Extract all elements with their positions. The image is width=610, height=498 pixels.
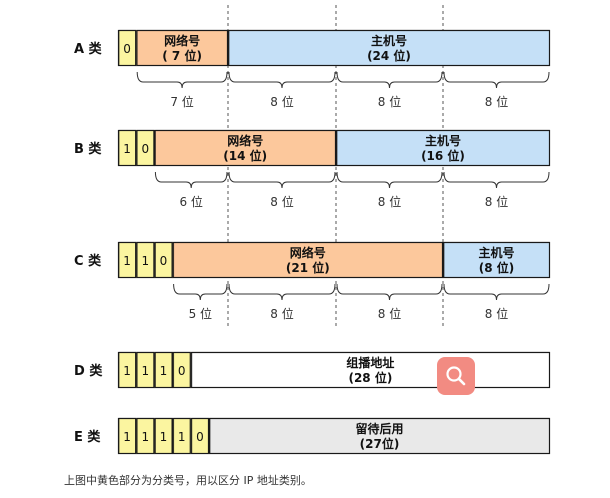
brace-label: 8 位	[485, 94, 508, 109]
class-bit: 1	[178, 430, 186, 444]
segment-title: 组播地址	[346, 355, 394, 370]
bit-brace	[336, 171, 443, 189]
segment-network	[154, 129, 337, 167]
class-bit: 1	[141, 254, 149, 268]
bit-brace	[443, 283, 550, 301]
segment-title: 主机号	[425, 133, 461, 148]
segment-title: 网络号	[227, 133, 263, 148]
magnifier-icon	[446, 366, 466, 386]
class-bit: 1	[141, 430, 149, 444]
brace-label: 8 位	[270, 306, 293, 321]
bit-brace	[228, 71, 336, 89]
search-button[interactable]	[437, 357, 475, 395]
bit-brace	[336, 71, 443, 89]
class-label: B 类	[74, 141, 102, 157]
class-label: E 类	[74, 429, 101, 445]
bit-brace	[136, 71, 228, 89]
class-bit: 0	[178, 364, 186, 378]
segment-bits: (8 位)	[479, 260, 515, 275]
brace-label: 6 位	[179, 194, 202, 209]
class-bit: 1	[123, 364, 131, 378]
brace-label: 7 位	[170, 94, 193, 109]
brace-label: 8 位	[378, 194, 401, 209]
segment-bits: (27位)	[360, 436, 400, 451]
class-bit: 1	[160, 430, 168, 444]
segment-network	[136, 29, 229, 67]
bit-brace	[443, 71, 550, 89]
segment-field	[190, 351, 551, 389]
class-row-1: A 类 网络号( 7 位) 主机号(24 位) 0 7 位 8 位 8 位 8 位	[74, 29, 551, 109]
class-bit-cell	[117, 241, 137, 279]
class-label: C 类	[74, 253, 102, 269]
class-bit-cell	[117, 351, 137, 389]
brace-label: 8 位	[485, 306, 508, 321]
class-bit-cell	[136, 241, 155, 279]
bit-brace	[173, 283, 228, 301]
class-bit-cell	[172, 417, 191, 455]
class-bit: 0	[160, 254, 168, 268]
class-bit-cell	[136, 417, 155, 455]
bit-brace	[336, 283, 443, 301]
class-bit-cell	[172, 351, 191, 389]
class-bit-cell	[117, 29, 137, 67]
segment-bits: (14 位)	[223, 148, 267, 163]
segment-host	[227, 29, 551, 67]
segment-network	[172, 241, 444, 279]
segment-bits: (16 位)	[421, 148, 465, 163]
segment-title: 主机号	[478, 245, 514, 260]
class-bit-cell	[154, 351, 173, 389]
brace-label: 5 位	[189, 306, 212, 321]
bit-brace	[154, 171, 228, 189]
segment-bits: (21 位)	[286, 260, 330, 275]
class-bit-cell	[154, 241, 173, 279]
class-bit-cell	[117, 417, 137, 455]
class-bit: 0	[141, 142, 149, 156]
class-bit: 1	[123, 430, 131, 444]
segment-title: 网络号	[164, 33, 200, 48]
bit-brace	[443, 171, 550, 189]
class-bit-cell	[117, 129, 137, 167]
class-bit: 1	[160, 364, 168, 378]
brace-label: 8 位	[485, 194, 508, 209]
class-bit-cell	[136, 129, 155, 167]
segment-field	[208, 417, 551, 455]
segment-host	[335, 129, 551, 167]
segment-bits: (28 位)	[348, 370, 392, 385]
brace-label: 8 位	[378, 94, 401, 109]
caption: 上图中黄色部分为分类号，用以区分 IP 地址类别。	[64, 474, 312, 487]
class-bit: 1	[141, 364, 149, 378]
brace-label: 8 位	[270, 94, 293, 109]
segment-host	[442, 241, 551, 279]
class-bit: 0	[123, 42, 131, 56]
segment-title: 网络号	[290, 245, 326, 260]
segment-title: 主机号	[371, 33, 407, 48]
class-bit-cell	[154, 417, 173, 455]
class-label: A 类	[74, 41, 103, 57]
bit-brace	[228, 283, 336, 301]
class-bit-cell	[190, 417, 210, 455]
class-label: D 类	[74, 363, 103, 379]
class-bit: 1	[123, 142, 131, 156]
brace-label: 8 位	[270, 194, 293, 209]
segment-bits: ( 7 位)	[162, 48, 202, 63]
class-bit-cell	[136, 351, 155, 389]
brace-label: 8 位	[378, 306, 401, 321]
bit-brace	[228, 171, 336, 189]
segment-bits: (24 位)	[367, 48, 411, 63]
class-bit: 0	[196, 430, 204, 444]
segment-title: 留待后用	[355, 421, 403, 436]
class-bit: 1	[123, 254, 131, 268]
